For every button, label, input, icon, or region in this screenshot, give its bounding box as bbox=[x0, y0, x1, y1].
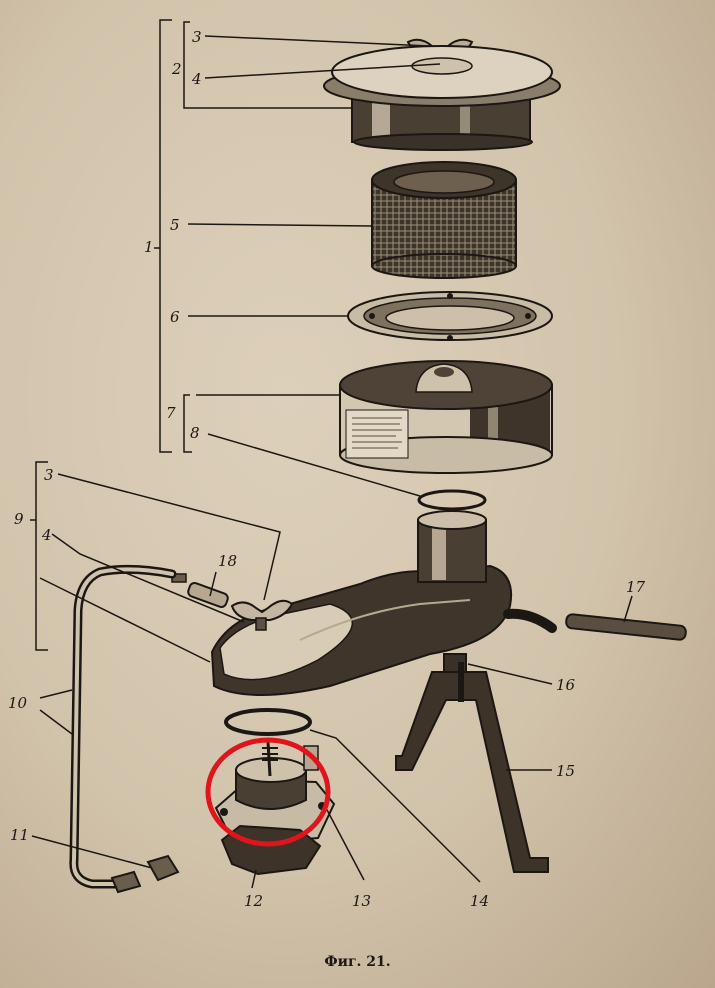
label-5: 5 bbox=[170, 216, 180, 234]
gasket-plate bbox=[347, 291, 553, 341]
label-3-top: 3 bbox=[192, 28, 202, 46]
label-10: 10 bbox=[8, 694, 28, 712]
label-12: 12 bbox=[244, 892, 263, 910]
figure-caption: Фиг. 21. bbox=[324, 954, 391, 970]
mounting-bracket bbox=[395, 662, 549, 873]
label-17: 17 bbox=[626, 578, 646, 596]
wing-nut-body bbox=[230, 599, 294, 631]
flange-base bbox=[214, 741, 336, 844]
ring-gasket bbox=[224, 708, 312, 736]
label-14: 14 bbox=[470, 892, 489, 910]
filter-cover bbox=[323, 45, 561, 151]
label-13: 13 bbox=[352, 892, 371, 910]
label-3-body: 3 bbox=[44, 466, 54, 484]
highlight-circle bbox=[205, 737, 331, 847]
label-9: 9 bbox=[14, 510, 24, 528]
oil-bath-housing bbox=[339, 360, 553, 474]
label-1: 1 bbox=[144, 238, 154, 256]
label-2: 2 bbox=[171, 60, 182, 78]
part-labels: 1 2 3 4 5 6 7 8 9 3 4 18 17 10 16 15 11 … bbox=[8, 28, 646, 910]
sealing-ring bbox=[417, 489, 487, 511]
label-8: 8 bbox=[190, 424, 200, 442]
label-11: 11 bbox=[10, 826, 29, 844]
leader-brackets bbox=[30, 19, 352, 651]
label-18: 18 bbox=[218, 552, 237, 570]
filter-element bbox=[371, 161, 517, 279]
label-15: 15 bbox=[556, 762, 575, 780]
breather-hose bbox=[503, 608, 687, 641]
tube bbox=[69, 564, 177, 889]
label-4-body: 4 bbox=[41, 526, 52, 544]
air-intake-body bbox=[210, 510, 512, 696]
label-7: 7 bbox=[166, 404, 176, 422]
label-6: 6 bbox=[170, 308, 180, 326]
leader-lines bbox=[31, 35, 633, 889]
label-4-top: 4 bbox=[191, 70, 202, 88]
label-16: 16 bbox=[556, 676, 576, 694]
tube-fittings bbox=[110, 854, 180, 894]
